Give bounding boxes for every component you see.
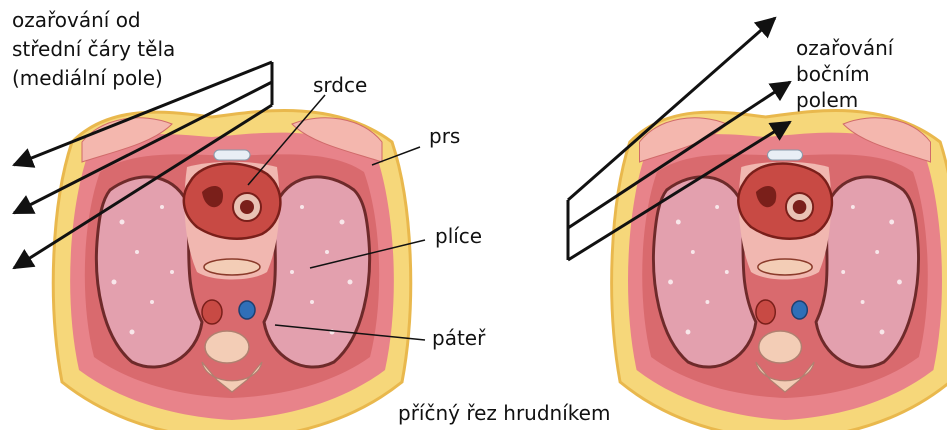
lungs-label: plíce xyxy=(435,224,482,248)
lateral-field-label-line-2: bočním xyxy=(796,62,870,86)
caption: příčný řez hrudníkem xyxy=(398,401,610,425)
heart-label: srdce xyxy=(313,73,367,97)
spine-label: páteř xyxy=(432,326,486,350)
lateral-field-label: ozařování bočním polem xyxy=(796,36,900,112)
medial-field-label-line-2: střední čáry těla xyxy=(12,37,175,61)
left-torso-cross-section xyxy=(53,111,410,430)
medial-field-label-line-3: (mediální pole) xyxy=(12,66,163,90)
right-torso-cross-section xyxy=(612,111,947,430)
medial-field-label-line-1: ozařování od xyxy=(12,8,141,32)
medial-field-label: ozařování od střední čáry těla (mediální… xyxy=(12,8,182,90)
lateral-field-label-line-3: polem xyxy=(796,88,858,112)
breast-label: prs xyxy=(429,124,460,148)
lateral-field-label-line-1: ozařování xyxy=(796,36,895,60)
